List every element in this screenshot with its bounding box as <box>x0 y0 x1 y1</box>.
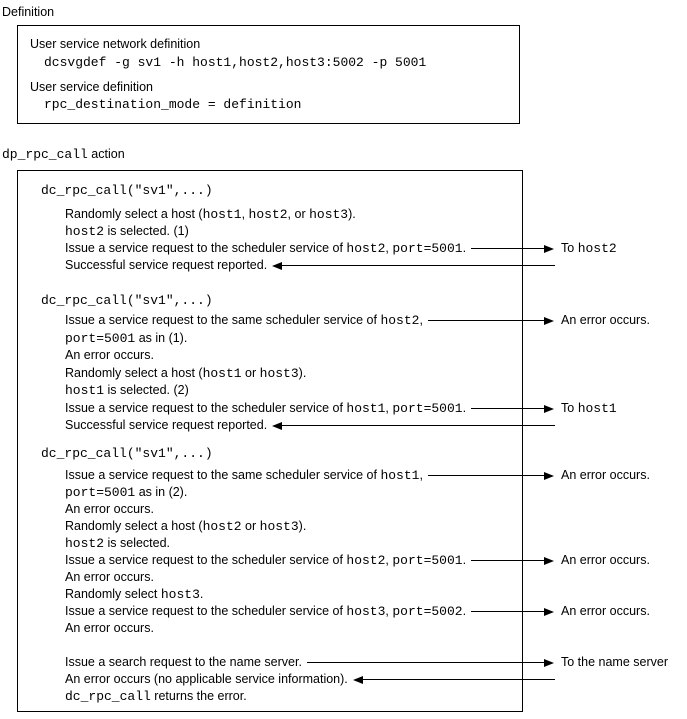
arrow-label-error-4: An error occurs. <box>561 604 650 618</box>
request-arrow-to-host2: Issue a service request to the scheduler… <box>65 240 554 257</box>
action-box <box>17 170 523 712</box>
request-arrow-error-3: Issue a service request to the scheduler… <box>65 552 554 569</box>
action-step-line: An error occurs. <box>65 502 154 516</box>
action-step-line: host2 is selected. <box>65 536 171 551</box>
request-arrow-error-4: Issue a service request to the scheduler… <box>65 603 554 620</box>
arrowhead-right-icon <box>544 658 554 667</box>
arrowhead-right-icon <box>544 244 554 253</box>
rpc-call-3-header: dc_rpc_call("sv1",...) <box>41 446 213 461</box>
definition-section-label: Definition <box>2 4 54 21</box>
rpc-call-2-header: dc_rpc_call("sv1",...) <box>41 293 213 308</box>
action-step-line: port=5001 as in (1). <box>65 331 188 346</box>
arrow-label-to-name-server: To the name server <box>561 655 668 669</box>
arrowhead-right-icon <box>544 316 554 325</box>
arrow-line <box>362 679 555 680</box>
arrow-line <box>427 475 544 476</box>
action-step-line: An error occurs. <box>65 348 154 362</box>
response-arrow-success-2: Successful service request reported. <box>65 417 555 434</box>
request-arrow-error-1: Issue a service request to the same sche… <box>65 312 554 329</box>
network-definition-title: User service network definition <box>30 37 201 51</box>
arrow-line <box>427 320 544 321</box>
network-definition-code: dcsvgdef -g sv1 -h host1,host2,host3:500… <box>44 55 427 70</box>
response-arrow-name-server-error: An error occurs (no applicable service i… <box>65 671 555 688</box>
arrow-line <box>306 662 544 663</box>
arrowhead-right-icon <box>544 404 554 413</box>
definition-section-label-text: Definition <box>2 5 55 19</box>
arrowhead-right-icon <box>544 556 554 565</box>
arrowhead-left-icon <box>272 421 283 430</box>
arrowhead-right-icon <box>544 607 554 616</box>
action-step-line: Randomly select a host (host1 or host3). <box>65 366 307 381</box>
response-arrow-success-1: Successful service request reported. <box>65 257 555 274</box>
arrow-label-to-host1: To host1 <box>561 401 617 416</box>
arrow-label-error-2: An error occurs. <box>561 468 650 482</box>
action-step-line: host2 is selected. (1) <box>65 224 189 239</box>
arrow-label-to-host2: To host2 <box>561 241 617 256</box>
request-arrow-name-server: Issue a search request to the name serve… <box>65 654 554 671</box>
arrow-line <box>282 425 555 426</box>
arrow-label-error-1: An error occurs. <box>561 313 650 327</box>
definition-box <box>17 25 520 124</box>
service-definition-code: rpc_destination_mode = definition <box>44 97 302 112</box>
action-step-line: An error occurs. <box>65 621 154 635</box>
action-section-label-suffix: action <box>87 147 125 161</box>
arrow-line <box>471 611 544 612</box>
request-arrow-error-2: Issue a service request to the same sche… <box>65 467 554 484</box>
arrowhead-right-icon <box>544 471 554 480</box>
arrow-line <box>471 560 544 561</box>
action-step-line: Randomly select a host (host2 or host3). <box>65 519 307 534</box>
action-step-line: Randomly select a host (host1, host2, or… <box>65 207 356 222</box>
action-step-line: host1 is selected. (2) <box>65 383 189 398</box>
action-section-label-code: dp_rpc_call <box>2 147 88 162</box>
arrow-line <box>282 265 555 266</box>
action-section-label: dp_rpc_call action <box>2 146 125 163</box>
arrowhead-left-icon <box>272 261 283 270</box>
action-step-line: dc_rpc_call returns the error. <box>65 689 247 704</box>
request-arrow-to-host1: Issue a service request to the scheduler… <box>65 400 554 417</box>
arrow-label-error-3: An error occurs. <box>561 553 650 567</box>
arrowhead-left-icon <box>352 675 363 684</box>
arrow-line <box>471 248 544 249</box>
rpc-call-1-header: dc_rpc_call("sv1",...) <box>41 183 213 198</box>
arrow-line <box>471 408 544 409</box>
action-step-line: An error occurs. <box>65 570 154 584</box>
action-step-line: Randomly select host3. <box>65 587 204 602</box>
service-definition-title: User service definition <box>30 80 153 94</box>
action-step-line: port=5001 as in (2). <box>65 485 188 500</box>
